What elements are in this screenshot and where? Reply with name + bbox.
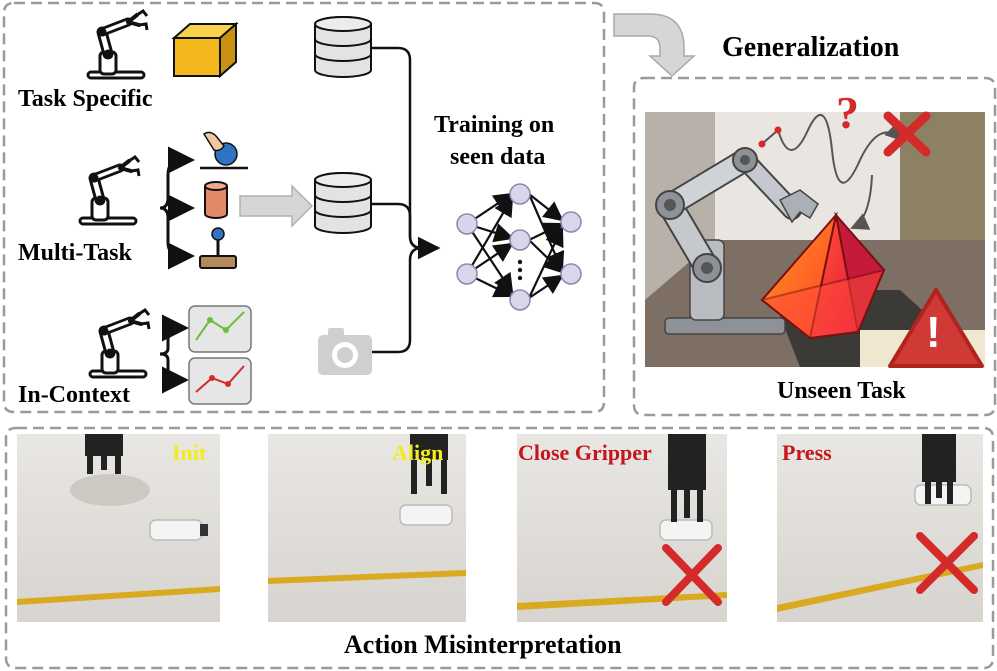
robot-arm-icon bbox=[90, 310, 149, 377]
bottom-panel-border bbox=[4, 426, 995, 670]
brace bbox=[159, 146, 195, 270]
connectors bbox=[372, 46, 441, 354]
press-button-icon bbox=[200, 131, 248, 170]
label-task-specific: Task Specific bbox=[18, 86, 153, 112]
cross-icon bbox=[916, 532, 978, 594]
frame-press bbox=[777, 434, 983, 622]
frame-align bbox=[268, 434, 466, 622]
joystick-icon bbox=[199, 227, 237, 269]
frame-init bbox=[17, 434, 220, 622]
camera-icon bbox=[318, 328, 372, 375]
label-in-context: In-Context bbox=[18, 382, 130, 408]
cross-icon bbox=[662, 544, 722, 606]
label-training-line1: Training on bbox=[434, 112, 555, 138]
neural-network-icon bbox=[456, 183, 582, 311]
label-multi-task: Multi-Task bbox=[18, 240, 132, 266]
step-label-close-gripper: Close Gripper bbox=[518, 440, 652, 465]
database-icon bbox=[314, 172, 372, 234]
step-label-init: Init bbox=[172, 440, 207, 465]
trajectory-demo-green bbox=[188, 305, 252, 353]
label-unseen-task: Unseen Task bbox=[777, 378, 906, 404]
cylinder-icon bbox=[204, 181, 228, 219]
right-panel-border bbox=[632, 76, 997, 417]
robot-arm-icon bbox=[88, 11, 147, 78]
brace bbox=[159, 326, 179, 382]
label-training-line2: seen data bbox=[450, 144, 546, 170]
left-panel-border bbox=[2, 1, 606, 414]
label-generalization: Generalization bbox=[722, 32, 900, 63]
database-icon bbox=[314, 16, 372, 78]
step-label-align: Align bbox=[392, 440, 444, 465]
unseen-task-scene bbox=[645, 112, 985, 367]
label-action-misinterpretation: Action Misinterpretation bbox=[344, 630, 622, 659]
warning-mark: ! bbox=[926, 308, 941, 357]
cross-icon bbox=[883, 111, 931, 157]
gray-arrow bbox=[239, 184, 314, 228]
robot-arm-icon bbox=[80, 157, 139, 224]
question-mark: ? bbox=[836, 87, 859, 138]
frame-close-gripper bbox=[517, 434, 727, 622]
generalization-arrow bbox=[613, 13, 696, 78]
warning-icon bbox=[888, 288, 984, 368]
trajectory-demo-red bbox=[188, 357, 252, 405]
cube-icon bbox=[171, 21, 239, 79]
step-label-press: Press bbox=[782, 440, 832, 465]
